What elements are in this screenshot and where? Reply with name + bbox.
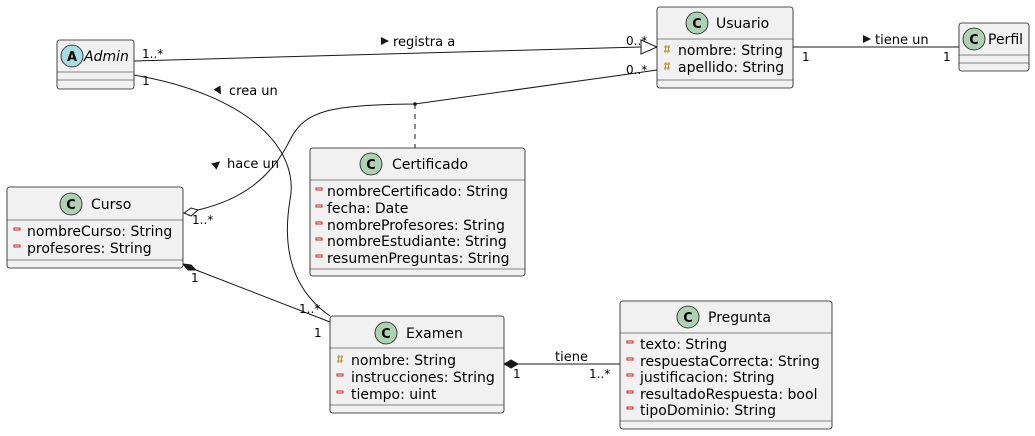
attribute: nombre: String: [351, 353, 456, 369]
attribute: apellido: String: [678, 60, 784, 76]
attribute: resultadoRespuesta: bool: [640, 387, 817, 403]
protected-visibility-icon: [664, 44, 670, 54]
abstract-class-icon: [60, 44, 84, 68]
class-admin[interactable]: A Admin: [56, 39, 135, 90]
private-visibility-icon: [315, 221, 323, 225]
protected-visibility-icon: [664, 61, 670, 71]
class-badge-letter: C: [692, 17, 702, 32]
class-icon: [962, 27, 986, 51]
composition-diamond: [181, 263, 198, 271]
class-badge-letter: C: [366, 158, 376, 173]
mult-perfil: 1: [943, 50, 951, 64]
mult-curso-examen: 1: [191, 271, 199, 285]
mult-usuario-registra: 0..*: [626, 34, 647, 48]
attribute: instrucciones: String: [351, 370, 495, 386]
class-badge-letter: C: [66, 198, 76, 213]
aggregation-diamond: [182, 207, 200, 217]
class-curso[interactable]: C Curso nombreCurso: String profesores: …: [6, 186, 184, 269]
edge-curso-examen: [195, 269, 331, 323]
class-examen[interactable]: C Examen nombre: String instrucciones: S…: [329, 315, 505, 414]
edge-admin-examen: [133, 74, 331, 317]
class-name: Usuario: [716, 16, 769, 32]
class-badge-letter: A: [67, 50, 77, 65]
mult-pregunta-tiene: 1..*: [589, 367, 610, 381]
private-visibility-icon: [626, 373, 634, 377]
attribute: fecha: Date: [327, 201, 408, 217]
composition-diamond: [502, 359, 520, 369]
direction-arrow-icon: [863, 35, 871, 43]
mult-curso-hace: 1..*: [192, 213, 213, 227]
label-tiene: tiene: [555, 350, 588, 365]
mult-usuario-perfil: 1: [802, 50, 810, 64]
direction-arrow-icon: [381, 37, 389, 45]
private-visibility-icon: [626, 340, 634, 344]
private-visibility-icon: [315, 204, 323, 208]
class-perfil[interactable]: C Perfil: [958, 22, 1030, 72]
class-name: Pregunta: [708, 310, 771, 326]
class-name: Examen: [406, 326, 463, 342]
private-visibility-icon: [626, 406, 634, 410]
class-name: Perfil: [988, 32, 1023, 48]
direction-arrow-icon: [211, 161, 221, 170]
protected-visibility-icon: [337, 354, 343, 364]
class-icon: [676, 305, 700, 329]
attribute: nombreEstudiante: String: [327, 234, 507, 250]
class-icon: [359, 152, 383, 176]
class-name: Admin: [83, 49, 129, 65]
attribute: tiempo: uint: [351, 387, 437, 403]
label-crea-un: crea un: [229, 84, 278, 99]
generalization-arrowhead: [640, 39, 659, 55]
attribute: resumenPreguntas: String: [327, 251, 510, 267]
attribute: profesores: String: [27, 241, 152, 257]
attribute: justificacion: String: [639, 370, 775, 386]
class-badge-letter: C: [969, 33, 979, 48]
attribute: nombreProfesores: String: [327, 218, 505, 234]
mult-admin-crea: 1: [142, 74, 150, 88]
attribute: nombre: String: [678, 43, 783, 59]
private-visibility-icon: [315, 237, 323, 241]
label-hace-un: hace un: [227, 157, 279, 172]
class-name: Curso: [91, 197, 131, 213]
class-usuario[interactable]: C Usuario nombre: String apellido: Strin…: [656, 6, 794, 89]
direction-arrow-icon: [213, 85, 221, 95]
class-name: Certificado: [392, 157, 468, 173]
class-pregunta[interactable]: C Pregunta texto: String respuestaCorrec…: [619, 300, 833, 430]
class-badge-letter: C: [381, 327, 391, 342]
mult-examen-curso: 1: [314, 326, 322, 340]
private-visibility-icon: [13, 227, 21, 231]
private-visibility-icon: [315, 254, 323, 258]
class-icon: [59, 192, 83, 216]
class-icon: [685, 11, 709, 35]
class-badge-letter: C: [683, 311, 693, 326]
attribute: texto: String: [640, 337, 727, 353]
attribute: tipoDominio: String: [640, 403, 776, 419]
private-visibility-icon: [13, 244, 21, 248]
mult-admin-registra: 1..*: [142, 47, 163, 61]
label-tiene-un: tiene un: [875, 33, 929, 48]
attribute: respuestaCorrecta: String: [640, 354, 820, 370]
mult-examen-tiene: 1: [513, 367, 521, 381]
class-icon: [374, 321, 398, 345]
edge-admin-usuario: [133, 46, 642, 62]
class-certificado[interactable]: C Certificado nombreCertificado: String …: [309, 147, 526, 277]
mult-usuario-hace: 0..*: [626, 63, 647, 77]
private-visibility-icon: [315, 187, 323, 191]
label-registra-a: registra a: [393, 35, 455, 50]
private-visibility-icon: [626, 357, 634, 361]
private-visibility-icon: [336, 373, 344, 377]
attribute: nombreCurso: String: [27, 224, 172, 240]
attribute: nombreCertificado: String: [327, 184, 508, 200]
mult-examen-crea: 1..*: [299, 302, 320, 316]
private-visibility-icon: [336, 390, 344, 394]
private-visibility-icon: [626, 390, 634, 394]
edge-curso-usuario: [197, 69, 658, 211]
